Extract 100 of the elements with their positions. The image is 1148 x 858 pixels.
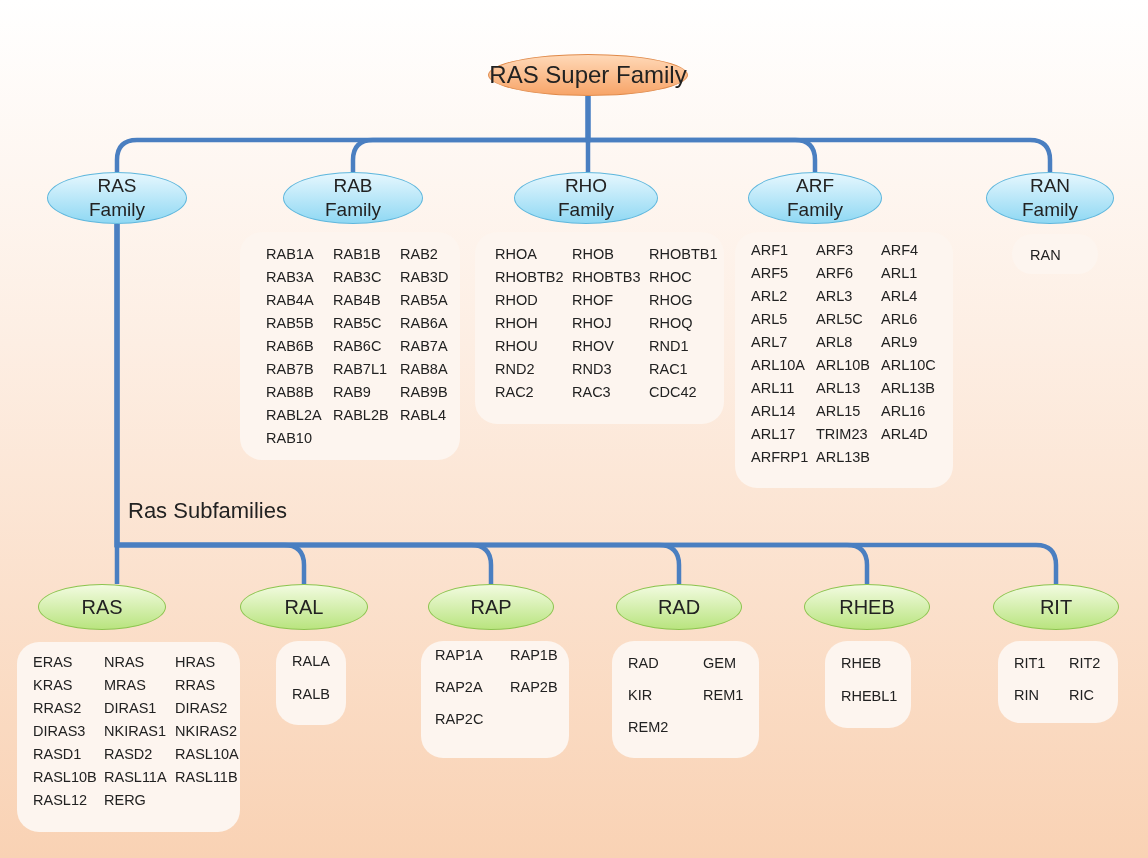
gene-name: DIRAS2 <box>175 700 229 718</box>
member-box <box>998 641 1118 723</box>
gene-name: RHOBTB2 <box>495 269 565 287</box>
gene-name: RND3 <box>572 361 613 379</box>
gene-name: RAB9 <box>333 384 372 402</box>
gene-name: RAB2 <box>400 246 439 264</box>
gene-name: ARL8 <box>816 334 854 352</box>
gene-name: RASL10A <box>175 746 240 764</box>
gene-name: RAB7A <box>400 338 449 356</box>
gene-name: RAB10 <box>266 430 313 448</box>
gene-name: HRAS <box>175 654 217 672</box>
gene-name: RERG <box>104 792 147 810</box>
gene-name: ARL2 <box>751 288 789 306</box>
section-label: Ras Subfamilies <box>128 498 287 524</box>
gene-name: RAP1B <box>510 647 559 665</box>
gene-name: RASD1 <box>33 746 83 764</box>
family-name: RAS <box>81 594 123 620</box>
gene-name: RAB8A <box>400 361 449 379</box>
gene-name: RRAS2 <box>33 700 83 718</box>
gene-name: RHOG <box>649 292 694 310</box>
gene-name: NKIRAS2 <box>175 723 239 741</box>
gene-name: NRAS <box>104 654 146 672</box>
gene-name: RHOA <box>495 246 538 264</box>
gene-name: RAB9B <box>400 384 449 402</box>
gene-name: RAB1B <box>333 246 382 264</box>
gene-name: RAP2B <box>510 679 559 697</box>
gene-name: RAB7B <box>266 361 315 379</box>
family-name: ARF Family <box>786 174 844 222</box>
family-name: RAD <box>657 594 701 620</box>
gene-name: ARL13B <box>881 380 936 398</box>
gene-name: ARL4D <box>881 426 929 444</box>
gene-name: ERAS <box>33 654 74 672</box>
gene-name: RAC2 <box>495 384 535 402</box>
member-box <box>735 232 953 488</box>
gene-name: MRAS <box>104 677 147 695</box>
gene-name: RALB <box>292 686 331 704</box>
gene-name: ARL15 <box>816 403 862 421</box>
family-name: RHEB <box>839 594 895 620</box>
gene-name: CDC42 <box>649 384 698 402</box>
gene-name: RND1 <box>649 338 690 356</box>
gene-name: ARL17 <box>751 426 797 444</box>
gene-name: RIC <box>1069 687 1095 705</box>
gene-name: REM2 <box>628 719 670 737</box>
gene-name: RHOF <box>572 292 615 310</box>
gene-name: RHOC <box>649 269 693 287</box>
gene-name: RASL11A <box>104 769 168 787</box>
family-name: RAB Family <box>324 174 382 222</box>
gene-name: KIR <box>628 687 654 705</box>
family-name: RAP <box>470 594 512 620</box>
gene-name: RAP1A <box>435 647 484 665</box>
gene-name: REM1 <box>703 687 745 705</box>
gene-name: ARL13 <box>816 380 862 398</box>
gene-name: RAC1 <box>649 361 689 379</box>
connector-line <box>114 224 1059 584</box>
gene-name: DIRAS3 <box>33 723 87 741</box>
gene-name: ARL11 <box>751 380 796 398</box>
gene-name: RAB5A <box>400 292 449 310</box>
gene-name: RAB4B <box>333 292 382 310</box>
gene-name: RHEB <box>841 655 883 673</box>
gene-name: RHOH <box>495 315 539 333</box>
node-label: RAS Super Family <box>489 60 687 90</box>
gene-name: NKIRAS1 <box>104 723 168 741</box>
gene-name: ARL10B <box>816 357 871 375</box>
gene-name: RND2 <box>495 361 536 379</box>
gene-name: ARL10A <box>751 357 806 375</box>
family-name: RAS Family <box>88 174 146 222</box>
gene-name: DIRAS1 <box>104 700 158 718</box>
gene-name: ARL10C <box>881 357 937 375</box>
gene-name: ARL6 <box>881 311 919 329</box>
gene-name: RAD <box>628 655 660 673</box>
gene-name: ARL9 <box>881 334 919 352</box>
gene-name: RAB5C <box>333 315 383 333</box>
member-box <box>17 642 240 832</box>
gene-name: ARL5C <box>816 311 864 329</box>
gene-name: ARL7 <box>751 334 789 352</box>
gene-name: RHEBL1 <box>841 688 899 706</box>
gene-name: ARL14 <box>751 403 797 421</box>
gene-name: ARL4 <box>881 288 919 306</box>
gene-name: RIT2 <box>1069 655 1102 673</box>
gene-name: RHOU <box>495 338 539 356</box>
gene-name: RHOB <box>572 246 615 264</box>
gene-name: RAP2A <box>435 679 484 697</box>
gene-name: RHOD <box>495 292 539 310</box>
gene-name: ARL13B <box>816 449 871 467</box>
family-name: RHO Family <box>557 174 615 222</box>
gene-name: RASD2 <box>104 746 154 764</box>
gene-name: ARL1 <box>881 265 919 283</box>
gene-name: KRAS <box>33 677 74 695</box>
family-name: RIT <box>1039 594 1073 620</box>
gene-name: ARF3 <box>816 242 855 260</box>
member-box <box>825 641 911 728</box>
gene-name: RAB1A <box>266 246 315 264</box>
member-box <box>421 641 569 758</box>
family-name: RAN Family <box>1021 174 1079 222</box>
gene-name: RAP2C <box>435 711 485 729</box>
gene-name: RAB6B <box>266 338 315 356</box>
connector-line <box>585 96 1053 172</box>
gene-name: RAB8B <box>266 384 315 402</box>
gene-name: RAN <box>1030 247 1062 265</box>
gene-name: ARF1 <box>751 242 790 260</box>
